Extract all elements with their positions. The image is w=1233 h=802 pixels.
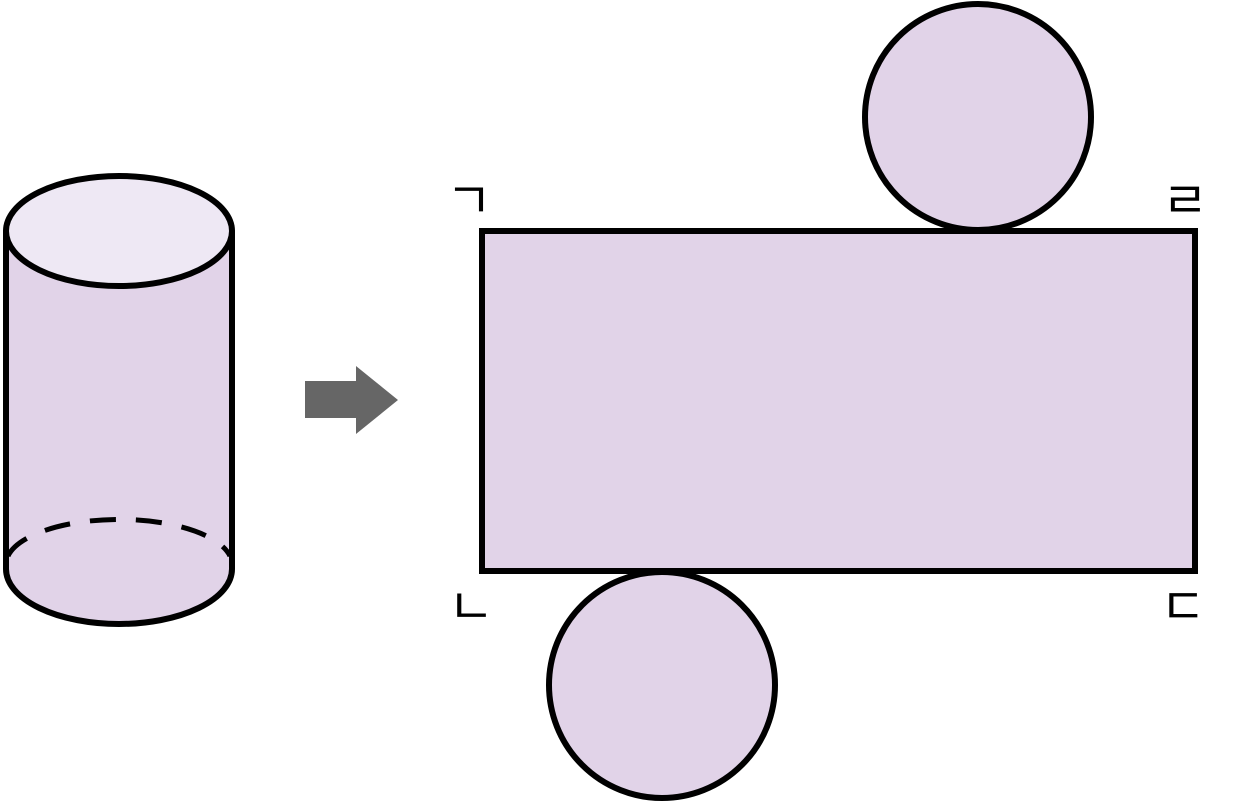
vertex-label-bottom-left: ㄴ	[448, 578, 494, 636]
cylinder-body	[3, 228, 235, 627]
cylinder-top-face	[3, 173, 235, 289]
net-lateral-rectangle	[479, 228, 1198, 574]
cylinder-hidden-base-edge	[5, 516, 233, 558]
cylinder-net	[479, 1, 1198, 801]
vertex-label-top-left: ㄱ	[446, 172, 492, 230]
net-top-circle	[862, 1, 1094, 233]
net-bottom-circle	[546, 569, 778, 801]
cylinder	[3, 173, 235, 627]
right-arrow-icon	[305, 366, 398, 434]
vertex-label-bottom-right: ㄷ	[1160, 578, 1206, 636]
vertex-label-top-right: ㄹ	[1162, 172, 1208, 230]
